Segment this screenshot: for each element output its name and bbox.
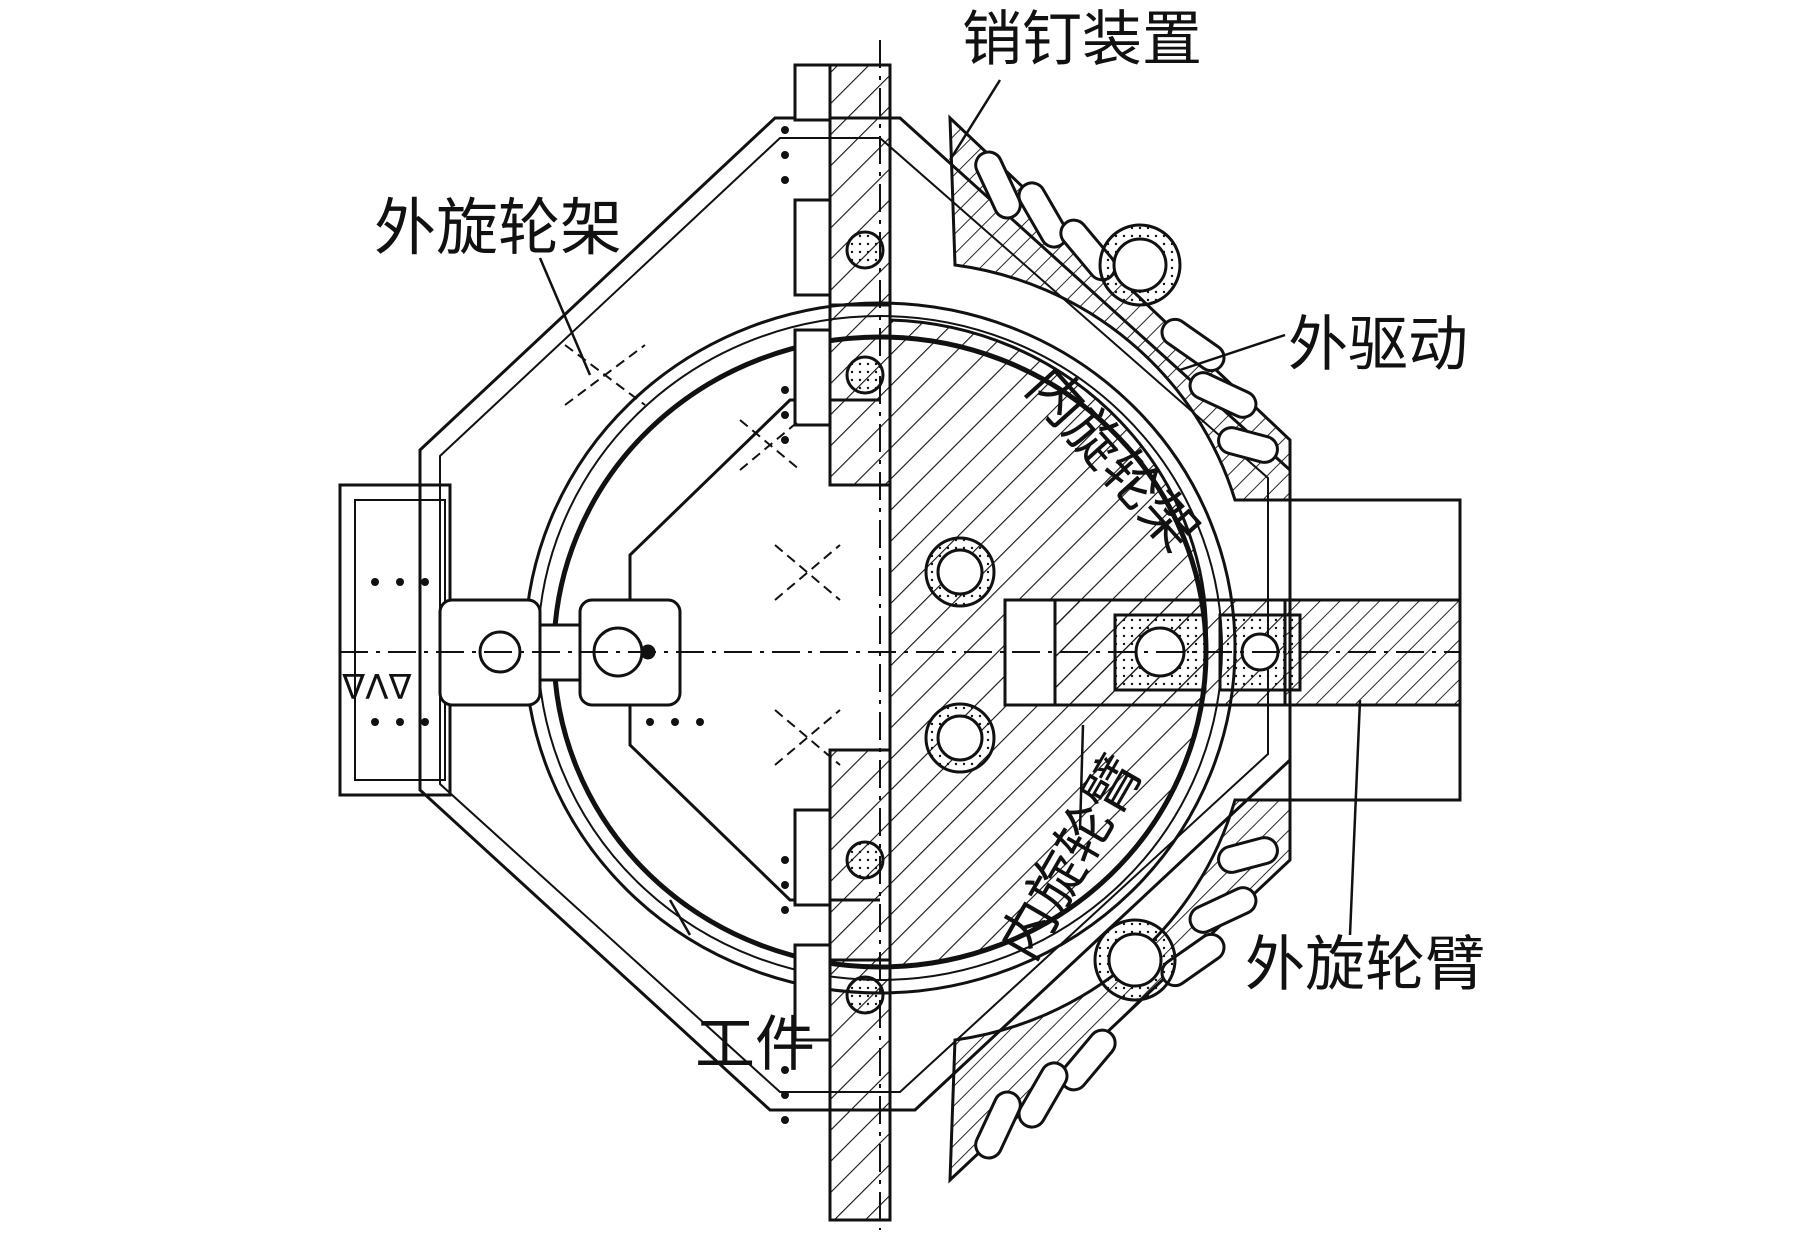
label-left-marking: ΔVΔ: [342, 665, 412, 705]
leader-outer-arm: [1348, 699, 1362, 936]
leader-pin-device: [948, 79, 1002, 161]
left-arm-dots: [371, 578, 704, 726]
label-outer-frame: 外旋轮架: [374, 191, 623, 264]
left-slide-block: [338, 483, 452, 797]
leader-inner-arm: [1078, 724, 1085, 831]
leader-outer-frame: [538, 257, 592, 376]
cross-marks: [564, 344, 841, 766]
label-outer-drive: 外驱动: [1288, 310, 1468, 380]
left-slide-block-inner: [354, 499, 446, 781]
leader-workpiece: [668, 899, 692, 936]
leader-outer-drive: [1179, 333, 1286, 372]
label-pin-device: 销钉装置: [962, 5, 1202, 75]
outer-frame-inner-edge: [439, 137, 1269, 1093]
leader-lines: [538, 79, 1362, 936]
pin-dot-columns: [781, 126, 789, 1124]
outer-drive-rollers: [1093, 223, 1182, 1002]
label-outer-arm: 外旋轮臂: [1245, 930, 1485, 1000]
label-workpiece: 工件: [695, 1010, 815, 1080]
inner-rollers: [924, 536, 996, 774]
